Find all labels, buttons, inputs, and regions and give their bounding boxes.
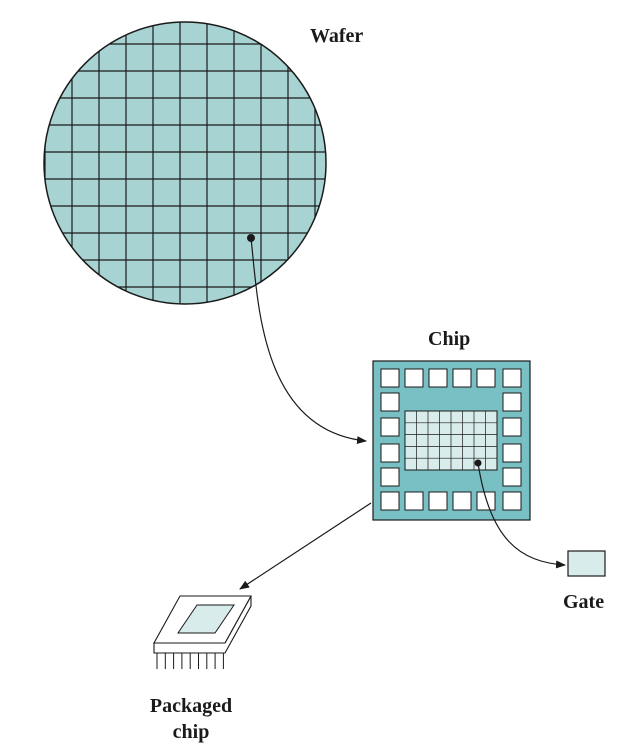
bond-pad	[476, 491, 496, 511]
gate-label: Gate	[563, 591, 604, 613]
chip	[372, 360, 531, 521]
bond-pad	[380, 392, 400, 412]
bond-pad	[380, 443, 400, 463]
chip-gate-grid	[405, 411, 497, 470]
bond-pad	[502, 491, 522, 511]
bond-pad	[452, 491, 472, 511]
package-die-window	[177, 604, 235, 634]
bond-pad	[476, 368, 496, 388]
wafer-disc	[43, 21, 327, 305]
wafer-label: Wafer	[310, 25, 363, 47]
bond-pad	[380, 417, 400, 437]
chip-to-gate-arrow	[477, 462, 566, 569]
packaged-chip	[153, 595, 252, 669]
bond-pad	[502, 443, 522, 463]
bond-pad	[502, 467, 522, 487]
bond-pad	[404, 368, 424, 388]
bond-pad	[502, 368, 522, 388]
bond-pad	[428, 491, 448, 511]
chip-bond-pads	[380, 368, 522, 511]
gate-box	[567, 550, 606, 577]
wafer	[43, 21, 327, 305]
bond-pad	[380, 368, 400, 388]
bond-pad	[502, 392, 522, 412]
packaged-chip-label-line1: Packaged	[150, 695, 232, 717]
chip-to-package-arrow	[239, 502, 372, 590]
wafer-to-chip-arrow	[250, 237, 367, 445]
bond-pad	[452, 368, 472, 388]
packaged-chip-label-line2: chip	[173, 721, 210, 743]
bond-pad	[380, 467, 400, 487]
bond-pad	[380, 491, 400, 511]
bond-pad	[404, 491, 424, 511]
bond-pad	[502, 417, 522, 437]
package-pins	[156, 653, 224, 669]
chip-label: Chip	[428, 328, 470, 350]
bond-pad	[428, 368, 448, 388]
